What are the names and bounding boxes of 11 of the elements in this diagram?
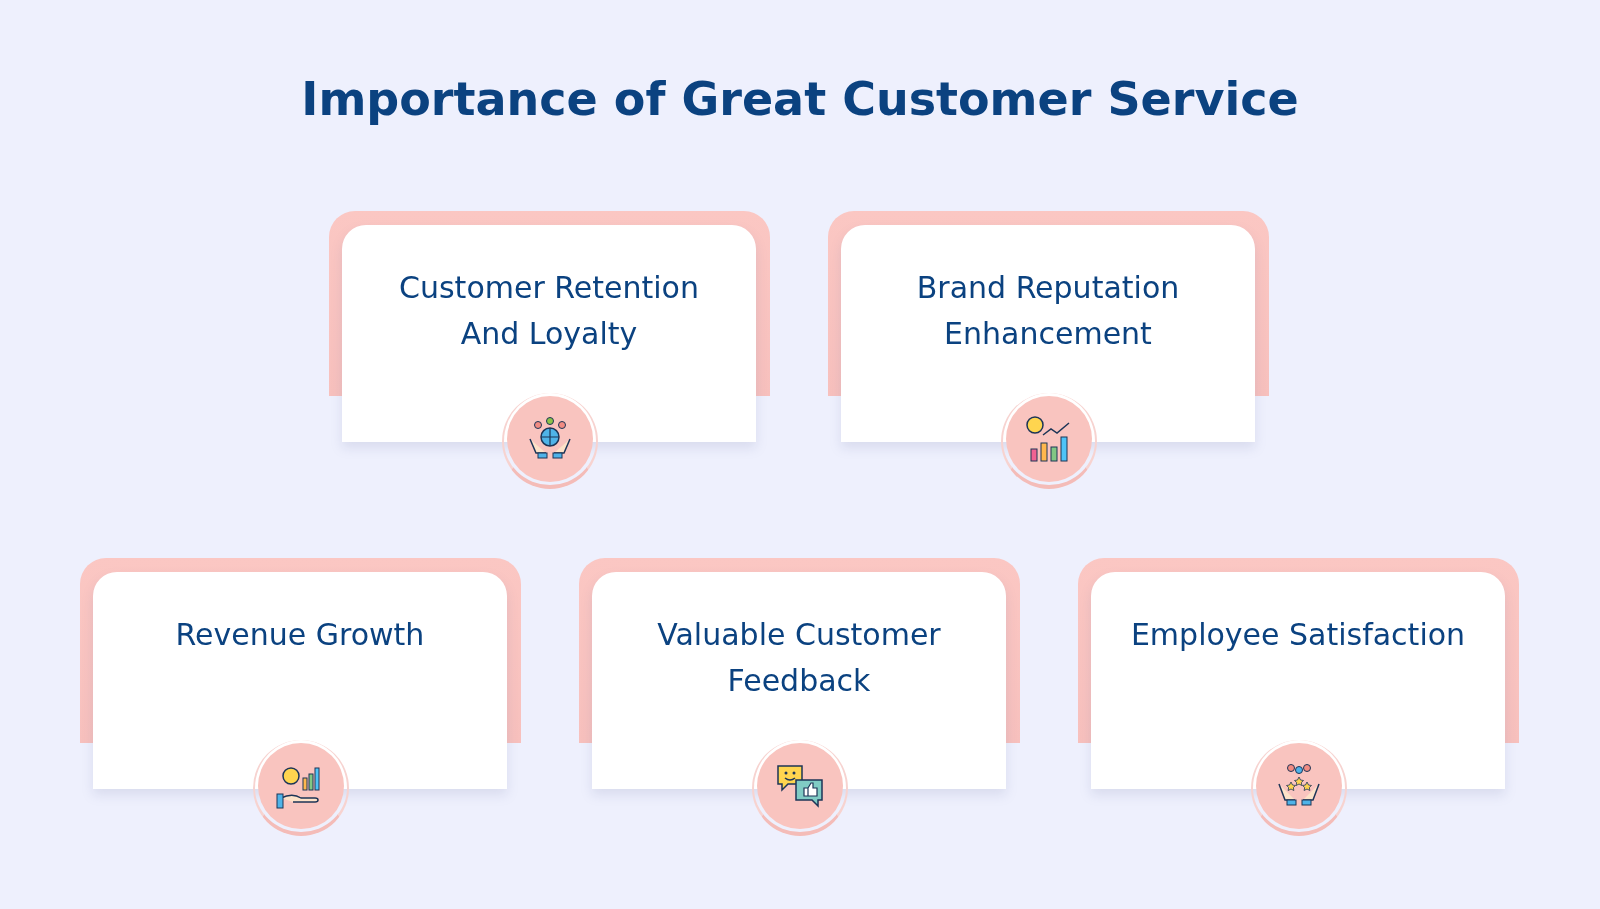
- card: [93, 572, 507, 789]
- title: Importance of Great Customer Service: [301, 72, 1299, 126]
- card-title: Valuable Customer Feedback: [656, 616, 942, 700]
- card-title: Brand Reputation Enhancement: [915, 269, 1181, 353]
- card-title: Customer Retention And Loyalty: [398, 269, 700, 353]
- card-title: Revenue Growth: [175, 616, 425, 654]
- card: [592, 572, 1006, 789]
- card: [342, 225, 756, 442]
- card-title: Employee Satisfaction: [1130, 616, 1466, 654]
- card: [841, 225, 1255, 442]
- card: [1091, 572, 1505, 789]
